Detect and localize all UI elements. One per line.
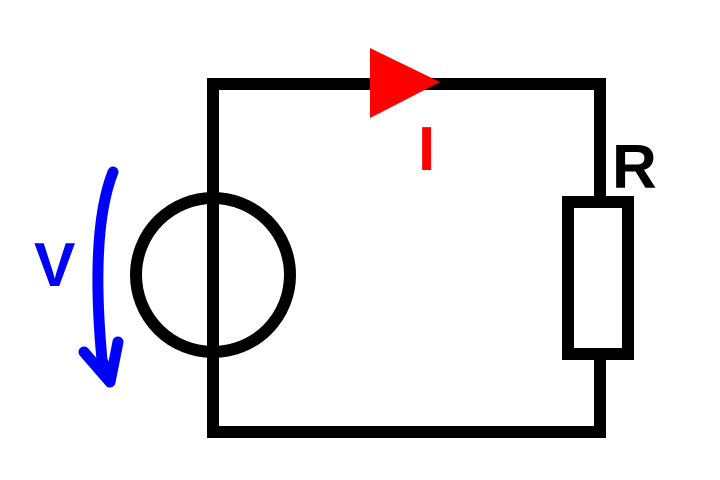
current-arrow-icon [370,48,440,118]
voltage-arrowhead-icon [78,336,124,388]
voltage-source-symbol [130,192,296,358]
voltage-arrow [78,166,124,388]
voltage-arrow-shaft [92,166,119,388]
resistor-label: R [612,133,657,202]
circuit-wires [207,78,606,438]
current-label: I [418,115,435,184]
resistor-symbol [562,196,634,360]
voltage-label: V [34,231,75,300]
